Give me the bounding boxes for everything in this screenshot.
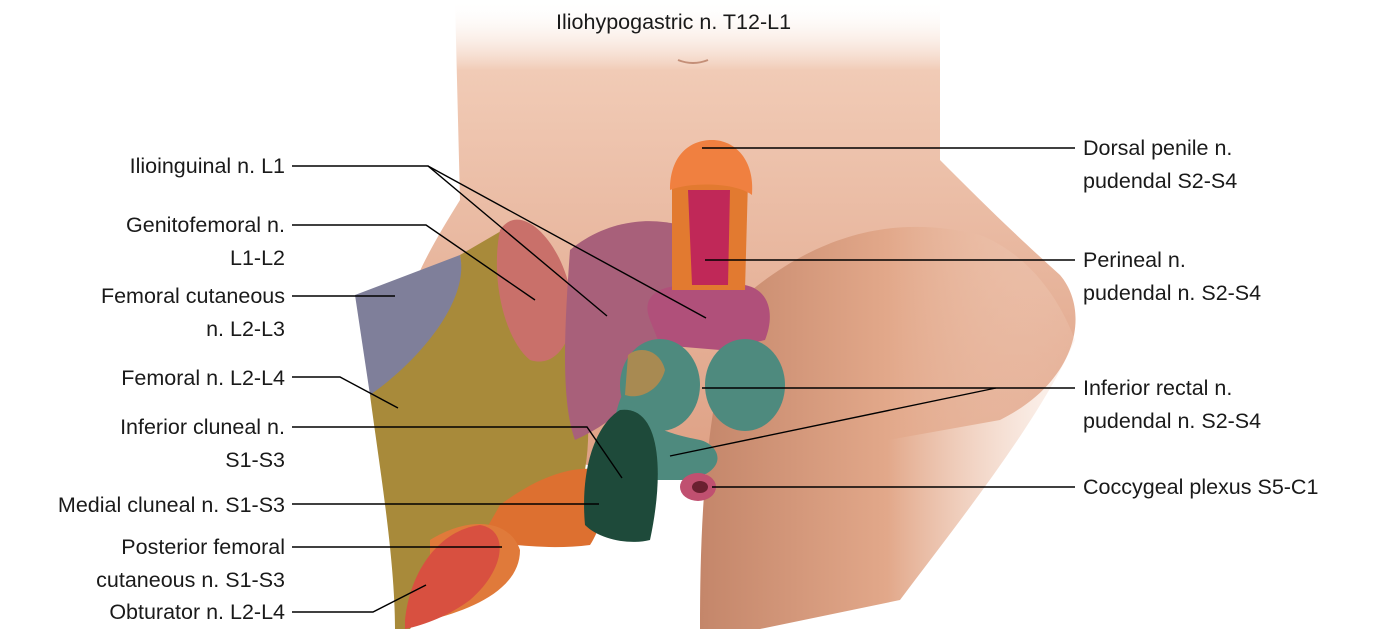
genitofemoral-label-line2: L1-L2 <box>230 246 285 270</box>
femoral-cutaneous-label: Femoral cutaneous n. L2-L3 <box>101 282 285 343</box>
medial-cluneal-zone <box>480 468 605 548</box>
ilioinguinal-label: Ilioinguinal n. L1 <box>130 152 285 180</box>
perineal-shaft-zone <box>688 190 730 285</box>
femoral-cutaneous-zone <box>355 255 462 410</box>
ilioinguinal-label-line: Ilioinguinal n. L1 <box>129 154 285 178</box>
obturator-zone <box>405 525 500 629</box>
leader-femoral <box>292 376 399 409</box>
dorsal-penile-label-line1: Dorsal penile n. <box>1083 136 1233 160</box>
perineal-label: Perineal n. pudendal n. S2-S4 <box>1083 246 1261 307</box>
obturator-label-line: Obturator n. L2-L4 <box>109 600 285 624</box>
femoral-cutaneous-label-line1: Femoral cutaneous <box>100 284 285 308</box>
medial-cluneal-label-line: Medial cluneal n. S1-S3 <box>57 493 285 517</box>
posterior-femoral-cutaneous-label-line1: Posterior femoral <box>121 535 285 559</box>
lateral-scrotum-orange <box>625 350 665 397</box>
inferior-cluneal-label: Inferior cluneal n. S1-S3 <box>120 413 285 474</box>
glans <box>670 140 753 195</box>
right-testis <box>705 339 785 431</box>
inferior-rectal-label-line1: Inferior rectal n. <box>1083 376 1233 400</box>
leader-inferior-rectal-b <box>669 387 997 457</box>
leader-obturator <box>292 584 427 613</box>
navel <box>677 59 709 64</box>
leader-ilioinguinal-b <box>427 165 707 319</box>
femoral-label-line: Femoral n. L2-L4 <box>121 366 285 390</box>
posterior-femoral-cutaneous-label: Posterior femoral cutaneous n. S1-S3 <box>96 533 285 594</box>
genitofemoral-zone <box>496 219 573 362</box>
dorsal-penile-label-line2: pudendal S2-S4 <box>1083 169 1238 193</box>
inferior-rectal-label: Inferior rectal n. pudendal n. S2-S4 <box>1083 374 1261 435</box>
genitofemoral-label: Genitofemoral n. L1-L2 <box>126 211 285 272</box>
genitofemoral-label-line1: Genitofemoral n. <box>126 213 285 237</box>
coccygeal-plexus-label-line: Coccygeal plexus S5-C1 <box>1083 475 1319 499</box>
perineal-scrotal-zone <box>647 285 770 350</box>
dorsal-penile-label: Dorsal penile n. pudendal S2-S4 <box>1083 134 1237 195</box>
posterior-femoral-cutaneous-label-line2: cutaneous n. S1-S3 <box>96 568 285 592</box>
perineal-label-line1: Perineal n. <box>1083 248 1186 272</box>
iliohypogastric-label: Iliohypogastric n. T12-L1 <box>556 10 792 34</box>
ilioinguinal-zone <box>565 221 690 440</box>
femoral-label: Femoral n. L2-L4 <box>121 364 285 392</box>
inferior-rectal-label-line2: pudendal n. S2-S4 <box>1083 409 1262 433</box>
right-thigh <box>700 226 1075 630</box>
perineal-label-line2: pudendal n. S2-S4 <box>1083 281 1262 305</box>
leader-genitofemoral <box>292 224 536 301</box>
medial-cluneal-label: Medial cluneal n. S1-S3 <box>58 491 285 519</box>
leader-inferior-cluneal <box>292 426 623 479</box>
coccygeal-plexus-label: Coccygeal plexus S5-C1 <box>1083 473 1318 501</box>
femoral-cutaneous-label-line2: n. L2-L3 <box>206 317 285 341</box>
anus-inner <box>692 481 708 493</box>
inferior-cluneal-label-line1: Inferior cluneal n. <box>120 415 285 439</box>
inferior-cluneal-label-line2: S1-S3 <box>225 448 285 472</box>
obturator-label: Obturator n. L2-L4 <box>109 598 285 626</box>
